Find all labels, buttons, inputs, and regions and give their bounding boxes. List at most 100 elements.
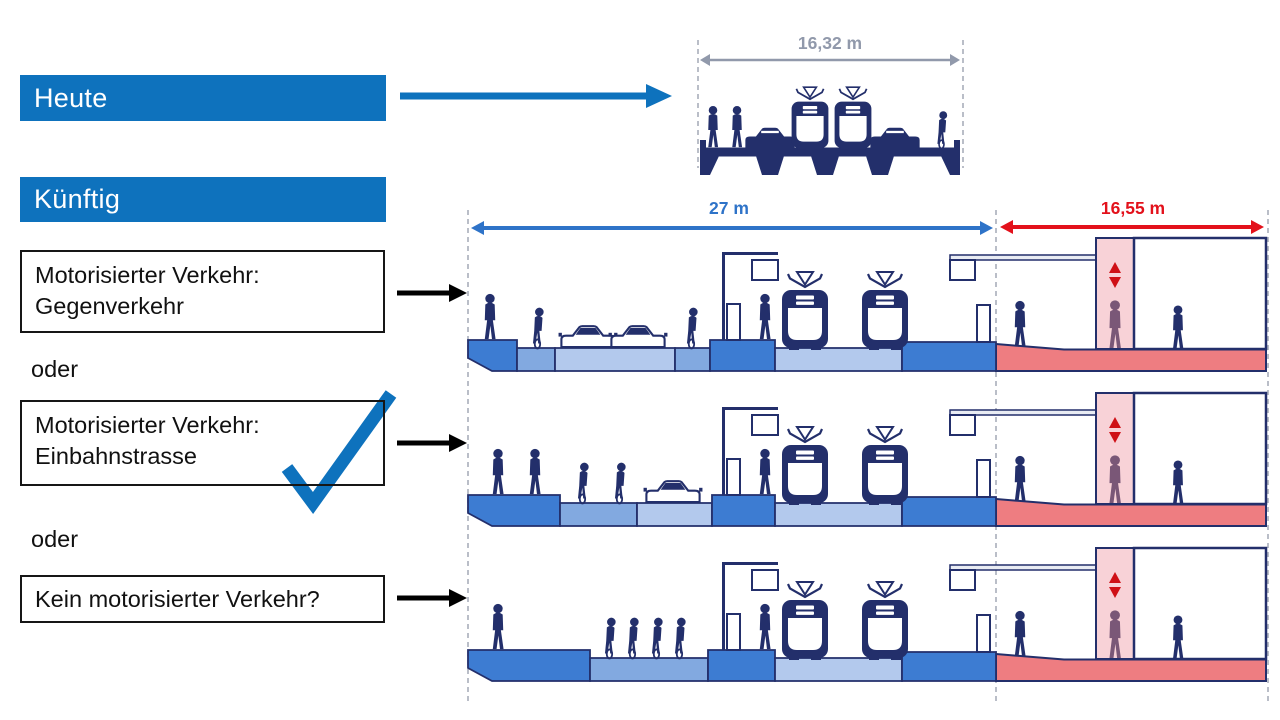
ground-segment (674, 347, 711, 372)
ground-segment (559, 502, 638, 527)
pedestrian-icon (732, 106, 743, 148)
car-icon (643, 480, 703, 504)
pedestrian-icon (759, 293, 771, 340)
ground-segment (774, 657, 903, 682)
pedestrian-icon (1109, 610, 1121, 659)
option-connector-arrow (397, 434, 467, 452)
pedestrian-icon (1173, 460, 1184, 504)
cross-section-row-gegenverkehr (467, 236, 1268, 372)
option-gegenverkehr: Motorisierter Verkehr: Gegenverkehr (20, 250, 385, 333)
option-gegenverkehr-line2: Gegenverkehr (35, 293, 184, 319)
tram-icon (782, 271, 828, 350)
cross-section-row-kein-motorisierter-verkehr (467, 546, 1268, 682)
tram-icon (791, 86, 829, 150)
stop-sign (949, 569, 976, 591)
ticket-machine (976, 614, 991, 653)
option-gegenverkehr-line1: Motorisierter Verkehr: (35, 262, 260, 288)
cyclist-icon (614, 462, 626, 505)
building (1132, 546, 1268, 661)
cyclist-icon (604, 617, 616, 660)
cyclist-icon (937, 111, 948, 150)
ground-segment (901, 496, 997, 527)
dimension-label-today: 16,32 m (797, 33, 863, 53)
cyclist-icon (577, 462, 589, 505)
pedestrian-icon (1173, 615, 1184, 659)
pedestrian-icon (759, 448, 771, 495)
banner-kuenftig: Künftig (20, 177, 386, 222)
elevator-down-icon (1109, 277, 1121, 288)
car-icon (870, 127, 920, 148)
pedestrian-icon (492, 603, 504, 650)
dimension-label-27m: 27 m (709, 198, 749, 218)
option-kein-motorisierter-verkehr: Kein motorisierter Verkehr? (20, 575, 385, 623)
tram-icon (862, 581, 908, 660)
tram-icon (782, 426, 828, 505)
option-einbahnstrasse: Motorisierter Verkehr: Einbahnstrasse (20, 400, 385, 486)
stop-sign (949, 414, 976, 436)
elevator-up-icon (1109, 572, 1121, 583)
cyclist-icon (686, 307, 698, 350)
elevator-down-icon (1109, 432, 1121, 443)
option-einbahnstrasse-line1: Motorisierter Verkehr: (35, 412, 260, 438)
ground-segment (467, 649, 591, 682)
option-connector-arrow (397, 284, 467, 302)
stop-sign (949, 259, 976, 281)
ground-segment (467, 494, 561, 527)
check-icon (281, 390, 397, 515)
heute-connector-arrow (400, 84, 672, 108)
building (1132, 236, 1268, 351)
ground-segment (901, 651, 997, 682)
pedestrian-icon (759, 603, 771, 650)
tram-icon (862, 271, 908, 350)
ground-segment (707, 649, 776, 682)
car-icon (608, 325, 668, 349)
elevator-up-icon (1109, 262, 1121, 273)
ground-segment (711, 494, 776, 527)
tram-icon (834, 86, 872, 150)
building (1132, 391, 1268, 506)
option-einbahnstrasse-line2: Einbahnstrasse (35, 443, 197, 469)
ground-segment (589, 657, 709, 682)
ticket-machine (976, 459, 991, 498)
elevator-down-icon (1109, 587, 1121, 598)
pedestrian-icon (1014, 455, 1026, 502)
ground-segment (709, 339, 776, 372)
pedestrian-icon (1014, 610, 1026, 657)
option-kein-motorisierter-verkehr-line1: Kein motorisierter Verkehr? (35, 585, 320, 612)
tram-stop-pole-icon (722, 252, 779, 341)
banner-heute-label: Heute (34, 82, 108, 113)
banner-heute: Heute (20, 75, 386, 121)
tram-stop-pole-icon (722, 562, 779, 651)
dimension-label-1655m: 16,55 m (1100, 198, 1166, 218)
ground-segment (636, 502, 713, 527)
dimension-arrow-1655m (1000, 220, 1264, 234)
cross-section-row-einbahnstrasse (467, 391, 1268, 527)
option-connector-arrow (397, 589, 467, 607)
ground-segment (774, 502, 903, 527)
or-label-2: oder (31, 526, 79, 552)
pedestrian-icon (1109, 455, 1121, 504)
ground-segment (774, 347, 903, 372)
ground-segment (901, 341, 997, 372)
elevator-up-icon (1109, 417, 1121, 428)
pedestrian-icon (484, 293, 496, 340)
pedestrian-icon (1173, 305, 1184, 349)
tram-icon (862, 426, 908, 505)
or-label-1: oder (31, 356, 79, 382)
ground-segment (554, 347, 676, 372)
dimension-arrow-today (700, 54, 960, 66)
cyclist-icon (651, 617, 663, 660)
banner-kuenftig-label: Künftig (34, 184, 121, 214)
pedestrian-icon (1109, 300, 1121, 349)
pedestrian-icon (492, 448, 504, 495)
car-icon (745, 127, 795, 148)
cyclist-icon (532, 307, 544, 350)
pedestrian-icon (1014, 300, 1026, 347)
dimension-arrow-27m (471, 221, 993, 235)
tram-icon (782, 581, 828, 660)
ground-segment (516, 347, 556, 372)
tram-stop-pole-icon (722, 407, 779, 496)
cyclist-icon (627, 617, 639, 660)
